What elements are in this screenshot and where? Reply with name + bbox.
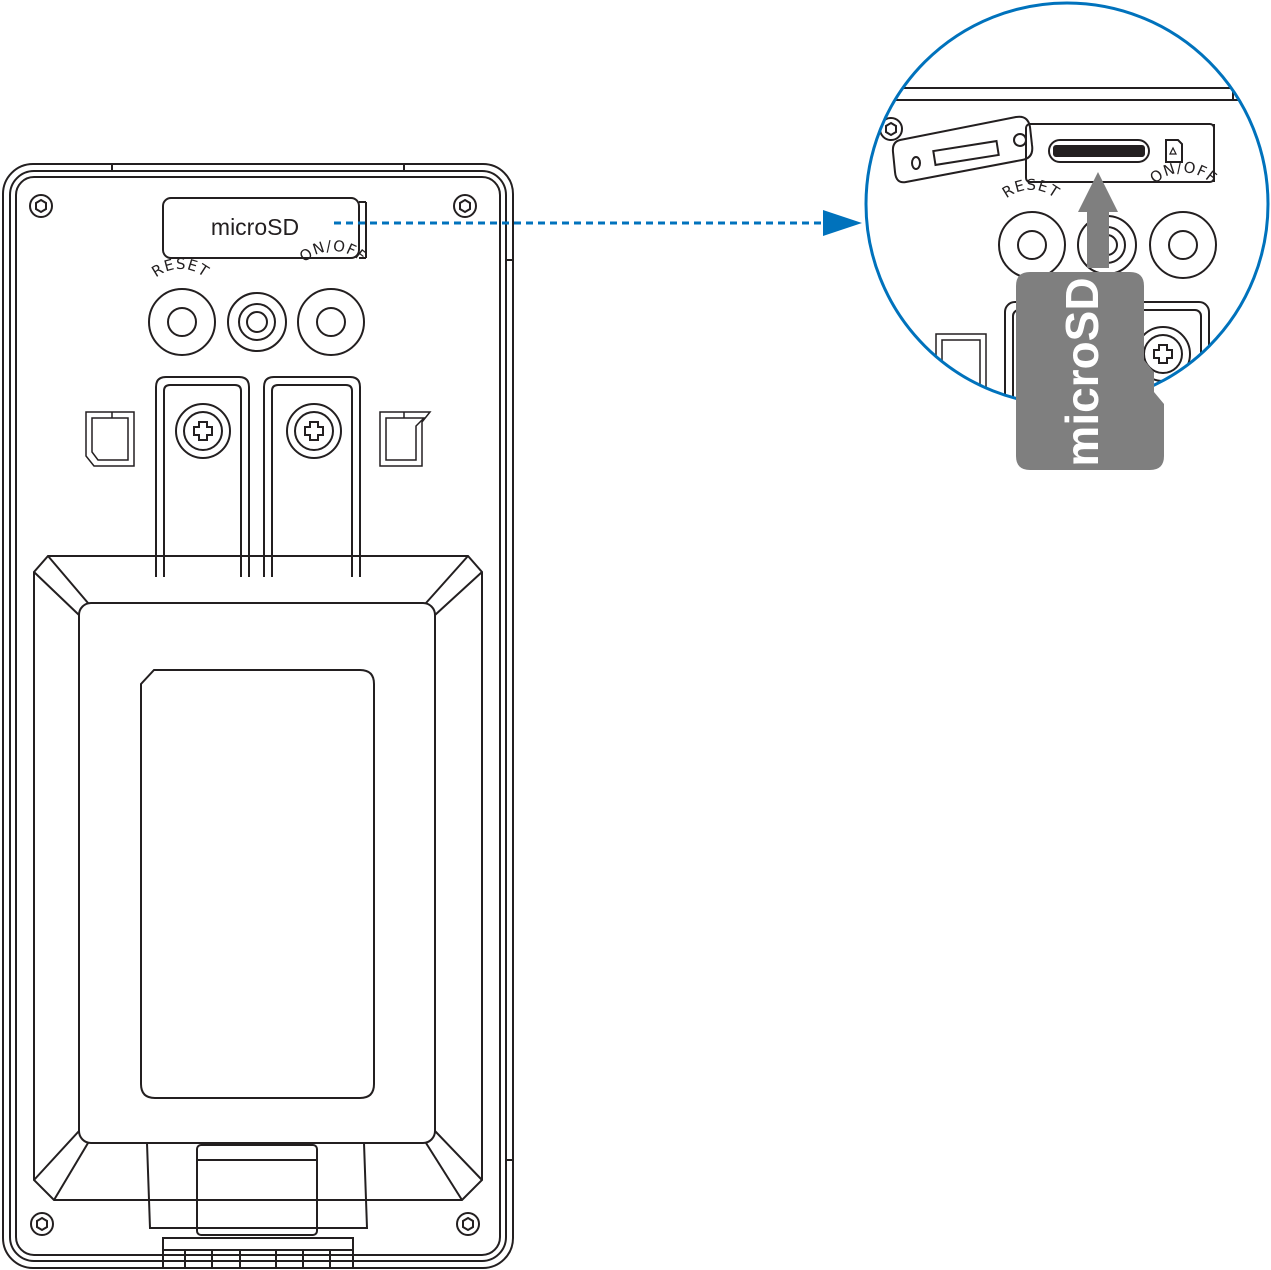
device-back-view bbox=[2, 163, 514, 1269]
corner-screw-icon bbox=[29, 194, 53, 218]
microsd-card: microSD bbox=[1016, 272, 1164, 470]
phillips-screw-icon bbox=[286, 403, 342, 459]
onoff-button[interactable] bbox=[1149, 211, 1217, 279]
battery-compartment bbox=[78, 602, 436, 1144]
side-clip-left bbox=[85, 411, 135, 467]
reset-button[interactable] bbox=[148, 288, 216, 356]
corner-screw-icon bbox=[30, 1212, 54, 1236]
callout-arrowhead-icon bbox=[823, 210, 862, 236]
microsd-cover-label: microSD bbox=[211, 214, 299, 240]
label-plate bbox=[140, 669, 375, 1099]
center-led-ring bbox=[227, 292, 287, 352]
microsd-card-label: microSD bbox=[1056, 277, 1108, 466]
microsd-cover-open[interactable] bbox=[891, 115, 1034, 184]
microsd-slot bbox=[1048, 139, 1150, 163]
sd-card-icon bbox=[1165, 139, 1183, 163]
device-housing-inner bbox=[9, 170, 507, 1262]
microsd-cover[interactable] bbox=[162, 197, 360, 259]
bottom-latch bbox=[146, 1142, 369, 1229]
corner-screw-icon bbox=[453, 194, 477, 218]
device-housing-outer bbox=[2, 163, 514, 1269]
arrow-up-icon bbox=[1078, 172, 1118, 268]
onoff-button[interactable] bbox=[297, 288, 365, 356]
phillips-screw-icon bbox=[175, 403, 231, 459]
mounting-tab-right bbox=[263, 376, 361, 577]
corner-screw-icon bbox=[456, 1212, 480, 1236]
side-clip-right bbox=[379, 411, 432, 467]
device-housing-backplate bbox=[15, 176, 501, 1256]
lower-housing bbox=[33, 555, 483, 1201]
mounting-tab-left bbox=[155, 376, 250, 577]
